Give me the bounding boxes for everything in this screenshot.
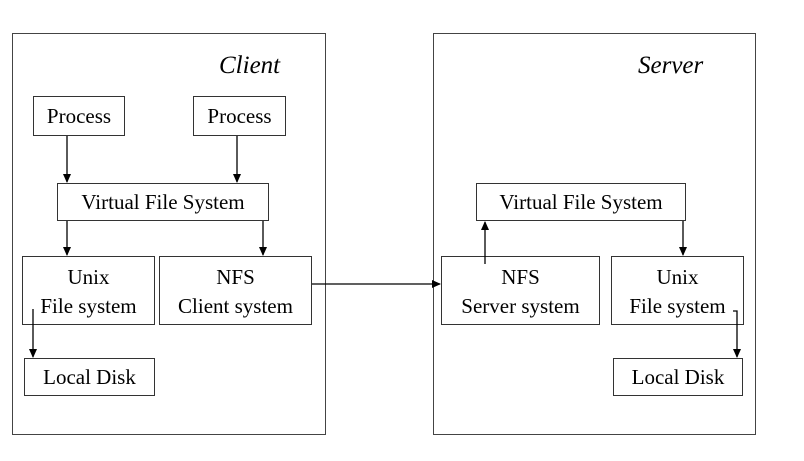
server-vfs-label: Virtual File System bbox=[499, 190, 663, 214]
client-unix-fs-line1: Unix bbox=[67, 265, 110, 289]
client-unix-fs-line2: File system bbox=[40, 294, 137, 318]
server-unix-fs-line2: File system bbox=[629, 294, 726, 318]
client-process-right-label: Process bbox=[207, 104, 272, 128]
nfs-server-line2: Server system bbox=[461, 294, 580, 318]
client-title: Client bbox=[219, 52, 281, 79]
nfs-client-line1: NFS bbox=[216, 265, 255, 289]
client-process-left-label: Process bbox=[46, 104, 112, 128]
nfs-client-box: NFS Client system bbox=[159, 256, 312, 325]
nfs-server-box: NFS Server system bbox=[441, 256, 600, 325]
server-local-disk-label: Local Disk bbox=[631, 365, 725, 389]
client-unix-fs-box: Unix File system bbox=[22, 256, 155, 325]
server-local-disk-box: Local Disk bbox=[613, 358, 743, 396]
client-container bbox=[12, 33, 326, 435]
server-title: Server bbox=[638, 52, 704, 79]
client-vfs-box: Virtual File System bbox=[57, 183, 269, 221]
nfs-client-line2: Client system bbox=[178, 294, 293, 318]
client-local-disk-label: Local Disk bbox=[43, 365, 136, 389]
client-process-right-box: Process bbox=[193, 96, 286, 136]
server-vfs-box: Virtual File System bbox=[476, 183, 686, 221]
server-unix-fs-box: Unix File system bbox=[611, 256, 744, 325]
client-local-disk-box: Local Disk bbox=[24, 358, 155, 396]
client-vfs-label: Virtual File System bbox=[81, 190, 245, 214]
client-process-left-box: Process bbox=[33, 96, 125, 136]
server-unix-fs-line1: Unix bbox=[656, 265, 699, 289]
server-container bbox=[433, 33, 756, 435]
nfs-server-line1: NFS bbox=[501, 265, 540, 289]
